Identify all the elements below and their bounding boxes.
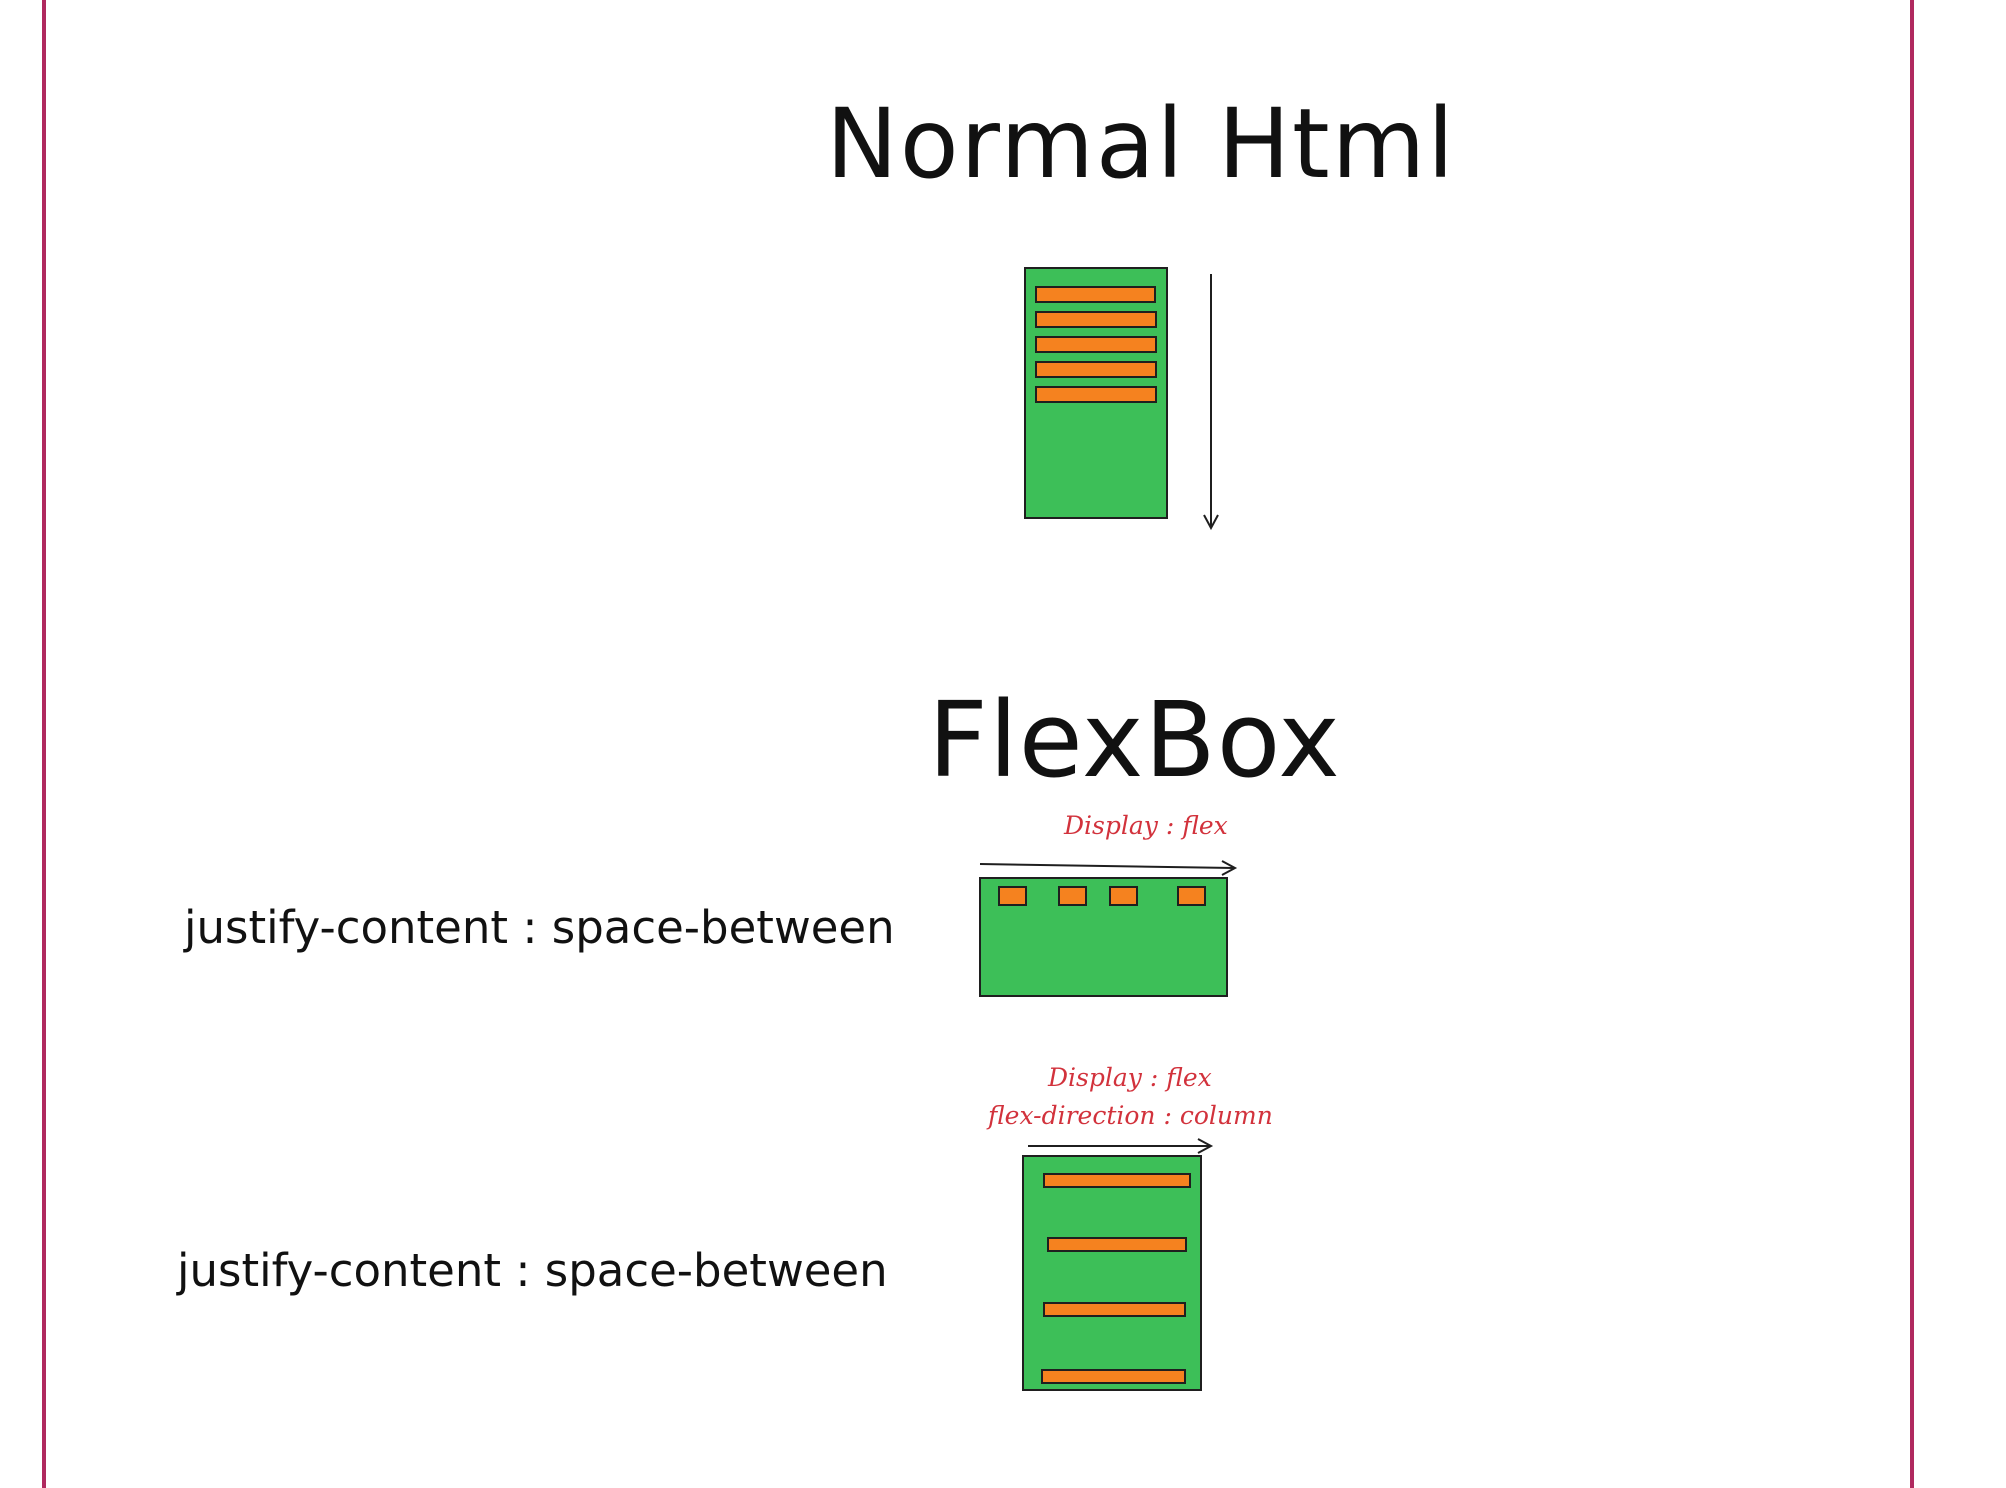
flex-row-item: [1177, 886, 1206, 906]
flex-row-container: [979, 877, 1228, 997]
flex-column-container: [1022, 1155, 1202, 1391]
flex-row-item: [1058, 886, 1087, 906]
frame-left-border: [42, 0, 46, 1488]
row-display-annotation: Display : flex: [1064, 811, 1228, 840]
flexbox-title: FlexBox: [928, 679, 1341, 801]
flex-column-item: [1043, 1173, 1191, 1188]
column-display-annotation: Display : flex: [1048, 1063, 1212, 1092]
row-justify-content-label: justify-content : space-between: [184, 901, 895, 954]
normal-html-title: Normal Html: [826, 88, 1456, 200]
normal-item: [1035, 361, 1157, 378]
normal-item: [1035, 286, 1156, 303]
column-direction-annotation: flex-direction : column: [988, 1101, 1273, 1130]
arrow-right-icon: [979, 860, 1238, 876]
normal-item: [1035, 336, 1157, 353]
normal-item: [1035, 386, 1157, 403]
flex-row-item: [1109, 886, 1138, 906]
flex-column-item: [1041, 1369, 1186, 1384]
arrow-right-icon: [1028, 1138, 1214, 1154]
flex-column-item: [1047, 1237, 1187, 1252]
normal-item: [1035, 311, 1157, 328]
frame-right-border: [1910, 0, 1914, 1488]
normal-container: [1024, 267, 1168, 519]
flex-column-item: [1043, 1302, 1186, 1317]
column-justify-content-label: justify-content : space-between: [177, 1244, 888, 1297]
arrow-down-icon: [1203, 274, 1219, 531]
flex-row-item: [998, 886, 1027, 906]
